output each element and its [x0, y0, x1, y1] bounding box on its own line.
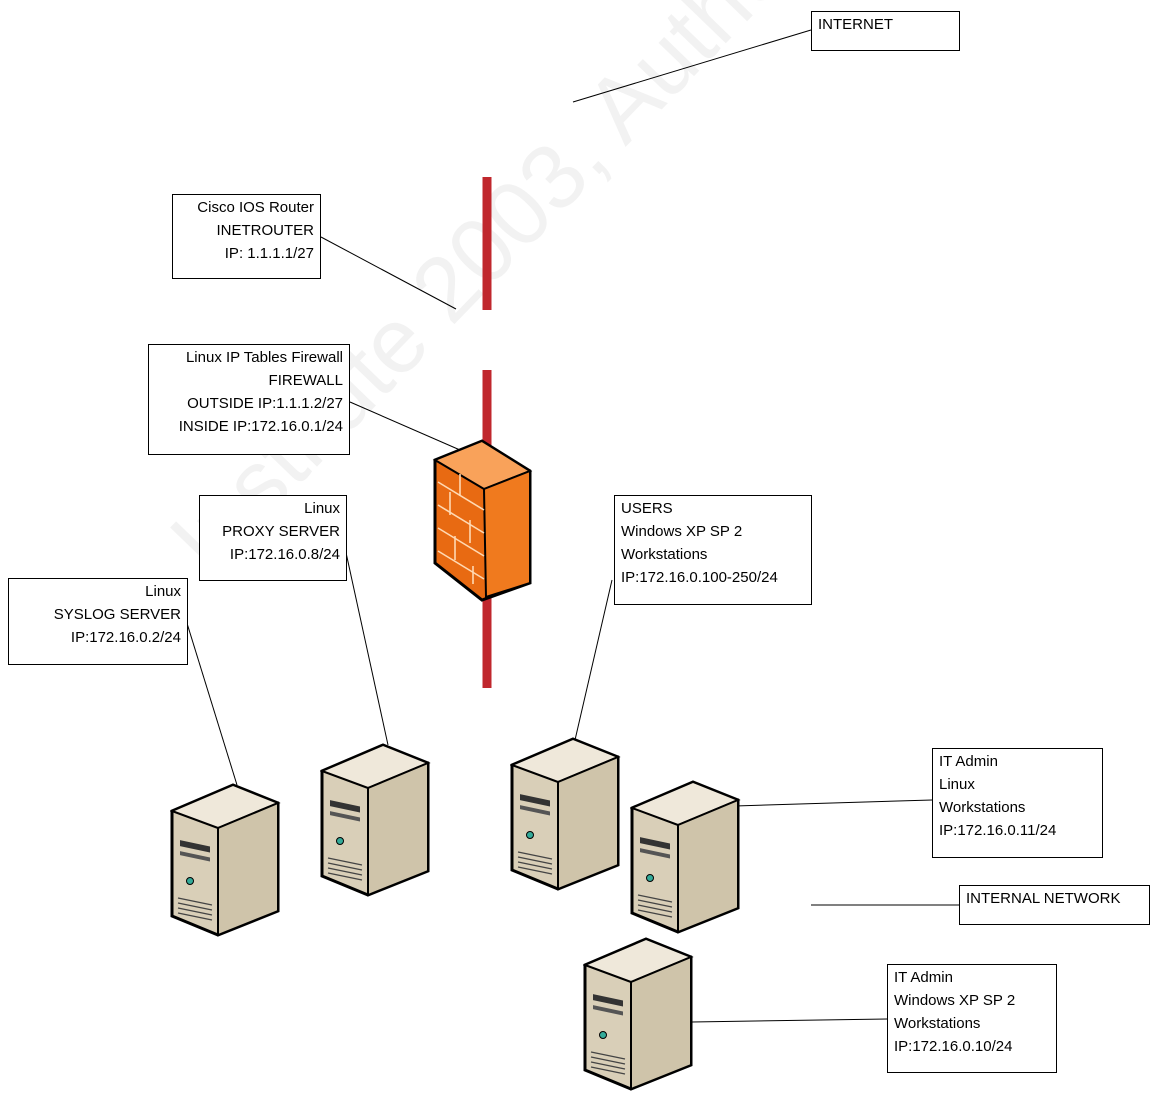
label-line: IP:172.16.0.8/24 — [229, 546, 340, 563]
it-admin-windows-label: IT Admin Windows XP SP 2 Workstations IP… — [887, 964, 1057, 1073]
it-windows-leader — [691, 1018, 888, 1023]
router-label: Cisco IOS Router INETROUTER IP: 1.1.1.1/… — [172, 194, 321, 279]
label-line: Linux — [939, 776, 975, 793]
label-line: USERS — [621, 500, 673, 517]
label-line: Cisco IOS Router — [197, 199, 314, 216]
label-line: INETROUTER — [216, 222, 315, 239]
router-leader — [320, 236, 457, 310]
label-line: IT Admin — [894, 969, 953, 986]
proxy-server-label: Linux PROXY SERVER IP:172.16.0.8/24 — [199, 495, 347, 581]
firewall-icon — [432, 439, 533, 602]
label-line: Windows XP SP 2 — [621, 523, 743, 540]
label-line: Workstations — [621, 546, 708, 563]
label-line: Linux — [304, 500, 340, 517]
internet-leader — [572, 29, 812, 103]
label-line: PROXY SERVER — [222, 523, 340, 540]
label-line: FIREWALL — [268, 372, 343, 389]
syslog-server-label: Linux SYSLOG SERVER IP:172.16.0.2/24 — [8, 578, 188, 665]
label-line: SYSLOG SERVER — [53, 606, 181, 623]
internal-network-label: INTERNAL NETWORK — [959, 885, 1150, 925]
label-line: INSIDE IP:172.16.0.1/24 — [178, 418, 343, 435]
label-line: Linux — [145, 583, 181, 600]
label-line: Windows XP SP 2 — [894, 992, 1016, 1009]
label-line: INTERNAL NETWORK — [966, 890, 1121, 907]
it-linux-leader — [734, 799, 933, 807]
label-line: IT Admin — [939, 753, 998, 770]
firewall-label: Linux IP Tables Firewall FIREWALL OUTSID… — [148, 344, 350, 455]
label-line: Linux IP Tables Firewall — [185, 349, 343, 366]
server-icon — [630, 780, 741, 934]
label-line: IP:172.16.0.100-250/24 — [621, 569, 778, 586]
server-icon — [510, 737, 621, 891]
label-line: IP:172.16.0.10/24 — [894, 1038, 1013, 1055]
firewall-leader — [349, 401, 461, 451]
label-line: IP: 1.1.1.1/27 — [224, 245, 314, 262]
label-line: Workstations — [939, 799, 1026, 816]
label-line: IP:172.16.0.11/24 — [939, 822, 1057, 839]
label-line: Workstations — [894, 1015, 981, 1032]
server-icon — [170, 783, 281, 937]
syslog-leader — [185, 619, 238, 786]
users-leader — [574, 579, 613, 741]
label-line: INTERNET — [818, 16, 893, 33]
server-icon — [583, 937, 694, 1091]
users-label: USERS Windows XP SP 2 Workstations IP:17… — [614, 495, 812, 605]
it-admin-linux-label: IT Admin Linux Workstations IP:172.16.0.… — [932, 748, 1103, 858]
internet-label: INTERNET — [811, 11, 960, 51]
proxy-leader — [344, 547, 389, 746]
server-icon — [320, 743, 431, 897]
label-line: IP:172.16.0.2/24 — [70, 629, 181, 646]
label-line: OUTSIDE IP:1.1.1.2/27 — [187, 395, 343, 412]
